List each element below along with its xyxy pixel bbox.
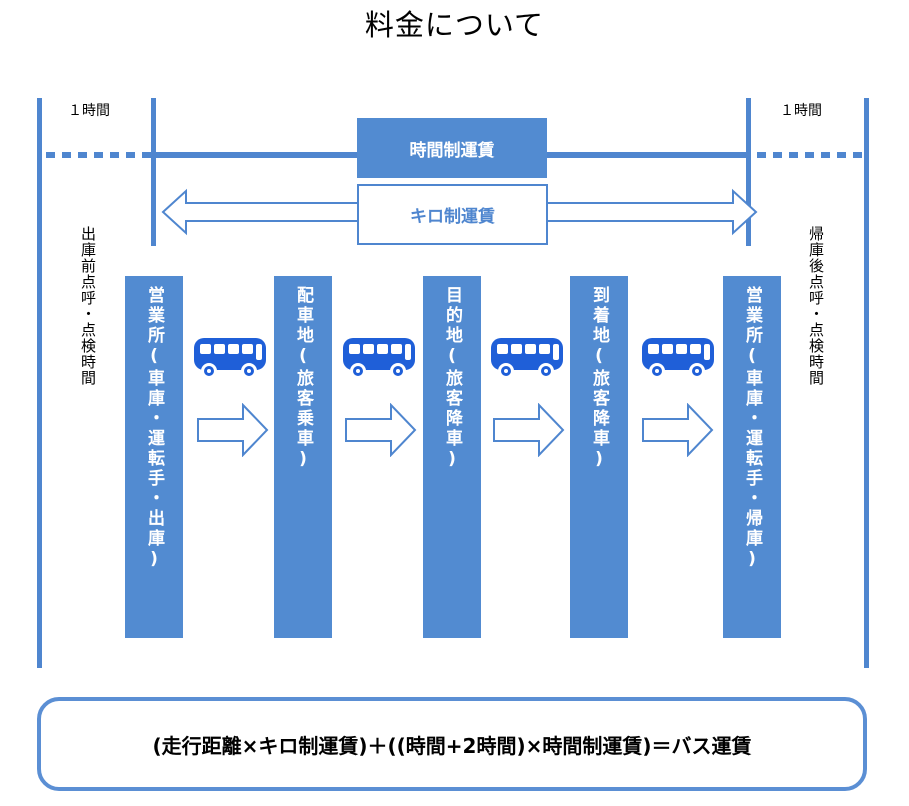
stage-label: 営業所(車庫・運転手・出庫) bbox=[144, 286, 164, 572]
hour-label-right: １時間 bbox=[780, 103, 822, 119]
before-check-label: 出庫前点呼・点検時間 bbox=[79, 226, 97, 386]
inner-line-right bbox=[746, 98, 751, 246]
time-fare-box: 時間制運賃 bbox=[357, 118, 547, 178]
stage-label: 配車地(旅客乗車) bbox=[293, 286, 313, 472]
bus-icon bbox=[642, 338, 714, 379]
bus-icon bbox=[491, 338, 563, 379]
inner-line-left bbox=[151, 98, 156, 246]
after-check-label: 帰庫後点呼・点検時間 bbox=[807, 226, 825, 386]
bus-icon bbox=[194, 338, 266, 379]
fare-formula: (走行距離×キロ制運賃)＋((時間+2時間)×時間制運賃)＝バス運賃 bbox=[37, 697, 867, 791]
hour-label-left: １時間 bbox=[68, 103, 110, 119]
stage-destination: 目的地(旅客降車) bbox=[423, 276, 481, 638]
bus-icon bbox=[343, 338, 415, 379]
stage-depot-return: 営業所(車庫・運転手・帰庫) bbox=[723, 276, 781, 638]
outer-line-left bbox=[37, 98, 42, 668]
stage-depot-departure: 営業所(車庫・運転手・出庫) bbox=[125, 276, 183, 638]
stage-label: 到着地(旅客降車) bbox=[589, 286, 609, 472]
right-arrow-icon bbox=[642, 403, 714, 457]
right-arrow-icon bbox=[197, 403, 269, 457]
right-arrow-icon bbox=[493, 403, 565, 457]
fare-formula-text: (走行距離×キロ制運賃)＋((時間+2時間)×時間制運賃)＝バス運賃 bbox=[152, 733, 752, 758]
stage-label: 目的地(旅客降車) bbox=[442, 286, 462, 472]
page-title: 料金について bbox=[364, 8, 545, 42]
stage-label: 営業所(車庫・運転手・帰庫) bbox=[742, 286, 762, 572]
right-arrow-icon bbox=[345, 403, 417, 457]
stage-pickup: 配車地(旅客乗車) bbox=[274, 276, 332, 638]
outer-line-right bbox=[864, 98, 869, 668]
stage-arrival: 到着地(旅客降車) bbox=[570, 276, 628, 638]
kilo-fare-box: キロ制運賃 bbox=[357, 184, 548, 245]
